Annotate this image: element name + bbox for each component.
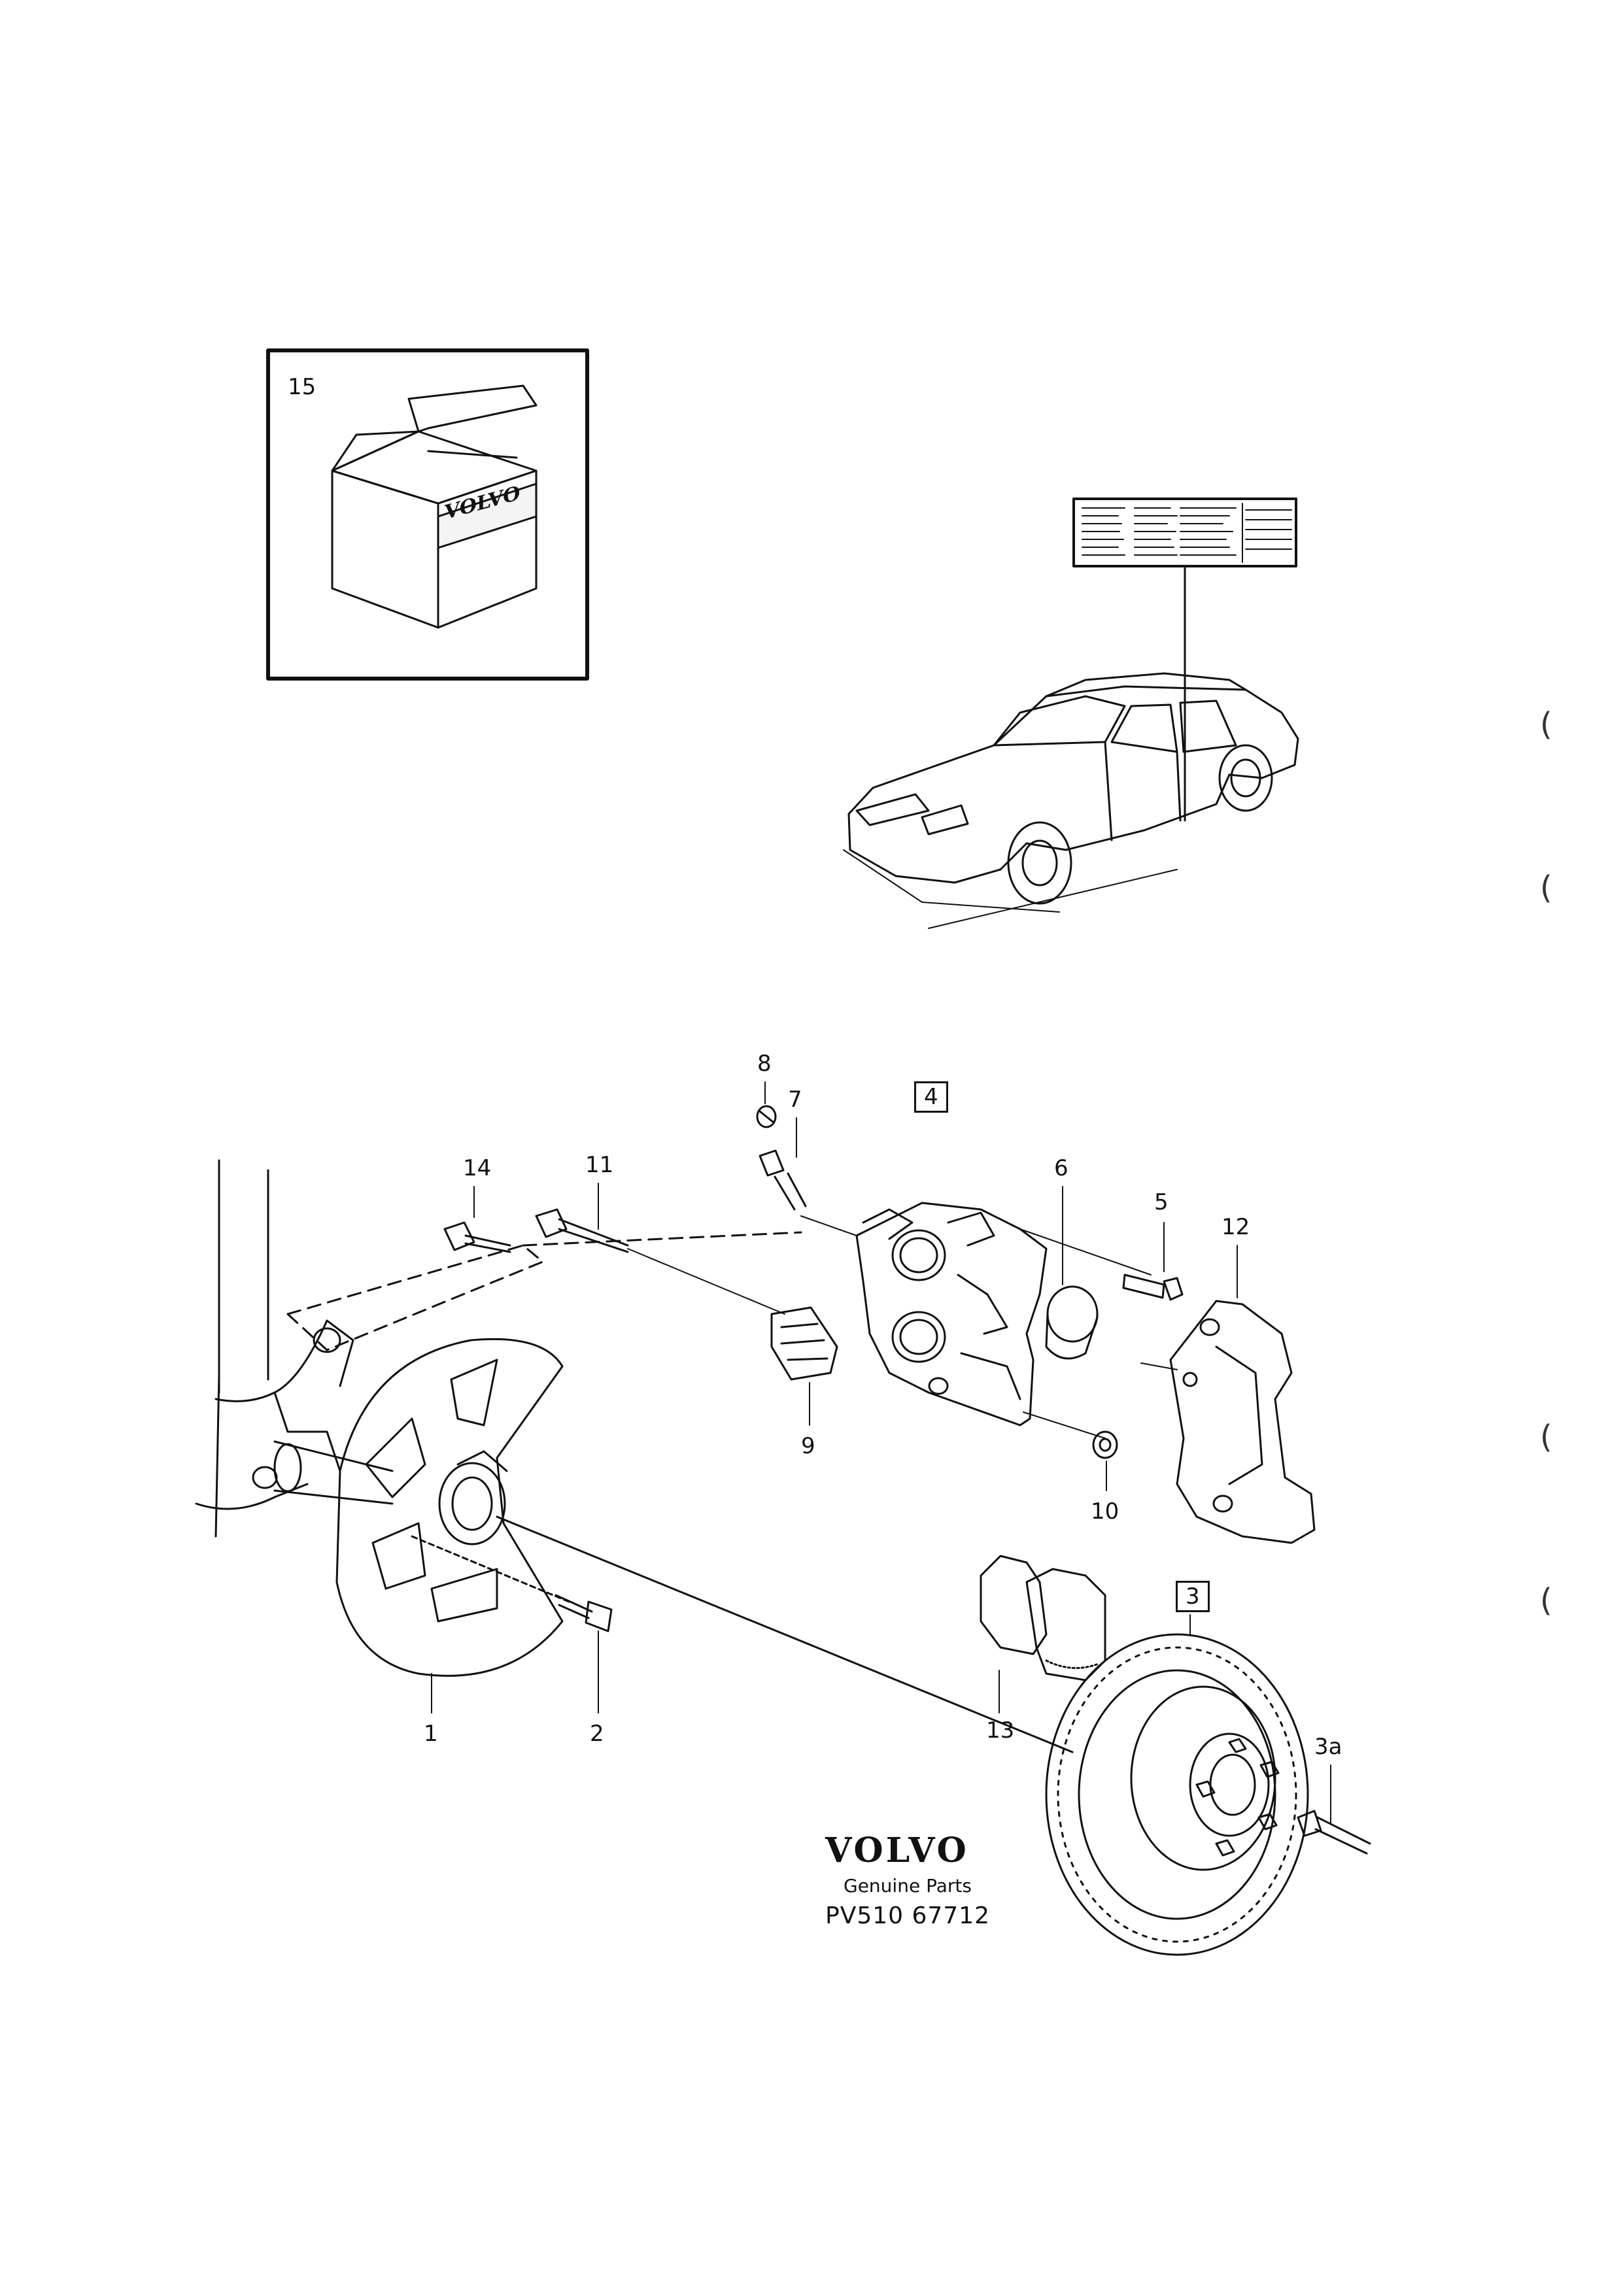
bushing-10 [1023, 1411, 1118, 1491]
inset-frame [266, 348, 589, 681]
callout-3: 3 [1176, 1581, 1210, 1612]
brake-pads [980, 1555, 1106, 1714]
callout-2: 2 [590, 1721, 604, 1747]
bolt-14 [443, 1186, 511, 1253]
brake-disc [1045, 1614, 1309, 1956]
guide-pin-5 [1122, 1222, 1184, 1301]
margin-mark: ( [1540, 1419, 1552, 1455]
callout-1: 1 [424, 1721, 438, 1747]
knuckle-strut [195, 1159, 394, 1538]
bolt-11 [535, 1183, 785, 1315]
callout-4: 4 [914, 1081, 948, 1113]
car-illustration [843, 498, 1299, 929]
callout-6: 6 [1054, 1155, 1068, 1181]
dust-cap [756, 1081, 777, 1128]
mounting-dashed-outline [286, 1231, 802, 1351]
bolt-2 [411, 1535, 613, 1632]
inset-item-number: 15 [288, 374, 316, 400]
callout-12: 12 [1222, 1214, 1250, 1240]
margin-mark: ( [1540, 706, 1552, 743]
hub-to-disc-guide [496, 1515, 1074, 1753]
splash-shield [335, 1338, 564, 1677]
margin-mark: ( [1540, 869, 1552, 906]
anti-rattle-spring [770, 1306, 838, 1426]
part-catalog-code: PV510 67712 [825, 1902, 991, 1929]
callout-9: 9 [801, 1433, 815, 1459]
callout-7: 7 [788, 1087, 802, 1113]
callout-10: 10 [1091, 1498, 1119, 1525]
callout-5: 5 [1154, 1189, 1169, 1215]
callout-8: 8 [757, 1051, 772, 1077]
parts-box-illustration [331, 384, 538, 629]
brand-subtitle: Genuine Parts [844, 1875, 972, 1897]
callout-11: 11 [585, 1152, 614, 1178]
callout-13: 13 [986, 1717, 1015, 1744]
piston-6 [1019, 1186, 1152, 1360]
volvo-logo: VOLVO [825, 1831, 969, 1870]
wheel-stud [1297, 1764, 1371, 1855]
bleeder-valve [759, 1117, 857, 1236]
caliper-bracket [1140, 1245, 1316, 1544]
margin-mark: ( [1540, 1582, 1552, 1619]
callout-14: 14 [463, 1155, 492, 1181]
callout-3a: 3a [1314, 1734, 1342, 1760]
caliper-body [855, 1202, 1048, 1427]
